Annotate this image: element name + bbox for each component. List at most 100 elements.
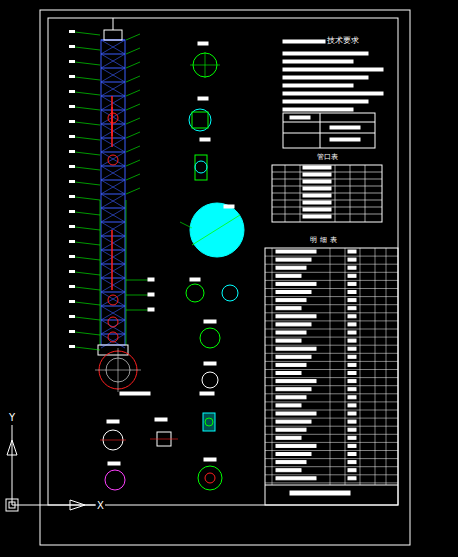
callout-mark (69, 330, 75, 333)
cad-line (75, 272, 100, 275)
cad-rect (348, 347, 356, 350)
cad-rect (348, 420, 356, 423)
cad-rect (276, 477, 316, 480)
callout-mark (69, 255, 75, 258)
cad-line (101, 96, 125, 97)
cad-line (126, 295, 148, 296)
cad-line (101, 180, 125, 194)
cad-line (101, 334, 125, 348)
cad-line (272, 248, 273, 485)
cad-rect (98, 345, 128, 355)
cad-rect (108, 462, 120, 465)
cad-line (101, 54, 125, 68)
cad-rect (303, 201, 331, 204)
cad-rect (276, 436, 301, 439)
cad-line (126, 90, 140, 96)
cad-line (101, 96, 125, 110)
cad-line (101, 110, 125, 111)
callout-mark (69, 150, 75, 153)
cad-line (75, 62, 100, 65)
cad-rect (101, 40, 125, 345)
cad-rect (272, 165, 382, 222)
cad-rect (283, 84, 353, 87)
cad-line (350, 165, 351, 222)
cad-line (272, 207, 382, 208)
axis-arrow (70, 500, 85, 510)
cad-line (272, 200, 382, 201)
callout-mark (69, 90, 75, 93)
cad-line (101, 166, 125, 180)
cad-rect (330, 126, 360, 129)
cad-line (101, 236, 125, 250)
cad-rect (276, 355, 311, 358)
cad-line (345, 248, 346, 485)
cad-line (386, 248, 387, 485)
cad-line (126, 160, 140, 166)
cad-circle (108, 332, 118, 342)
cad-line (265, 410, 398, 411)
cad-rect (276, 315, 316, 318)
cad-rect (348, 315, 356, 318)
cad-circle (202, 372, 218, 388)
cad-rect (276, 469, 301, 472)
cad-rect (192, 112, 208, 128)
cad-rect (283, 108, 353, 111)
cad-line (265, 329, 398, 330)
cad-rect (155, 418, 167, 421)
cad-line (75, 257, 100, 260)
cad-line (101, 152, 125, 153)
cad-circle (198, 466, 222, 490)
cad-line (101, 110, 125, 124)
cad-rect (276, 250, 316, 253)
cad-line (101, 208, 125, 222)
cad-rect (348, 266, 356, 269)
cad-circle (222, 285, 238, 301)
cad-rect (276, 299, 306, 302)
cad-rect (348, 412, 356, 415)
cad-circle (189, 109, 211, 131)
cad-rect (348, 477, 356, 480)
cad-line (272, 214, 382, 215)
table-heading: 明细表 (309, 237, 341, 245)
cad-line (75, 347, 100, 350)
cad-line (265, 256, 398, 257)
cad-line (265, 337, 398, 338)
cad-line (265, 450, 398, 451)
cad-line (330, 248, 331, 485)
cad-rect (195, 155, 207, 180)
cad-line (101, 82, 125, 96)
cad-line (75, 212, 100, 215)
cad-circle (108, 155, 118, 165)
cad-rect (348, 282, 356, 285)
callout-mark (69, 225, 75, 228)
callout-mark (69, 240, 75, 243)
cad-circle (205, 418, 213, 426)
cad-line (265, 377, 398, 378)
cad-line (360, 248, 361, 485)
cad-rect (40, 10, 410, 545)
cad-circle (108, 295, 118, 305)
cad-line (205, 52, 206, 78)
cad-rect (348, 250, 356, 253)
cad-rect (303, 187, 331, 190)
cad-line (101, 292, 125, 306)
cad-rect (348, 461, 356, 464)
cad-rect (203, 413, 215, 431)
cad-rect (198, 42, 208, 45)
cad-line (265, 466, 398, 467)
cad-rect (200, 138, 210, 141)
cad-rect (348, 258, 356, 261)
cad-rect (204, 458, 216, 461)
callout-mark (69, 165, 75, 168)
cad-line (101, 180, 125, 181)
cad-line (101, 110, 125, 124)
callout-mark (69, 180, 75, 183)
cad-rect (265, 248, 398, 505)
cad-rect (303, 180, 331, 183)
cad-rect (276, 372, 301, 375)
cad-line (265, 385, 398, 386)
cad-rect (348, 307, 356, 310)
cad-line (126, 34, 140, 40)
callout-mark (69, 135, 75, 138)
cad-line (265, 288, 398, 289)
